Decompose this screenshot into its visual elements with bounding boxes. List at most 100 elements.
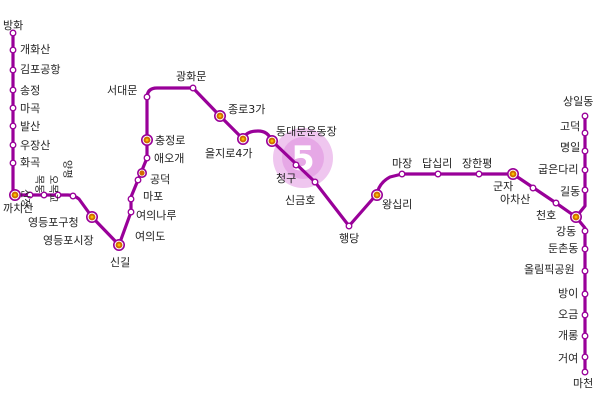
- label-gwanghwamun: 광화문: [176, 70, 206, 83]
- label-gunja: 군자: [493, 180, 513, 193]
- label-sinjeong: 신정: [19, 189, 31, 207]
- station-dot-olympic-park[interactable]: [581, 267, 589, 275]
- label-majang: 마장: [392, 157, 412, 170]
- station-dot-gaerong[interactable]: [581, 332, 589, 340]
- label-magok: 마곡: [20, 102, 40, 115]
- station-dot-achasan[interactable]: [529, 184, 537, 192]
- transfer-icon-jongno3ga[interactable]: [214, 110, 227, 123]
- station-dot-yeouinaru[interactable]: [127, 195, 135, 203]
- transfer-icon-cheonho[interactable]: [569, 211, 582, 224]
- transfer-station-markers: [9, 110, 582, 252]
- label-wangsimni: 왕십리: [382, 198, 412, 211]
- station-dot-magok[interactable]: [9, 104, 17, 112]
- station-dot-myeongil[interactable]: [581, 147, 589, 155]
- label-cheonho: 천호: [536, 208, 556, 222]
- label-mokdong: 목동: [33, 175, 45, 193]
- label-olympic-park: 올림픽공원: [524, 263, 575, 276]
- station-dot-bangi[interactable]: [581, 290, 589, 298]
- station-dot-banghwa[interactable]: [9, 29, 17, 37]
- station-dot-ogeum[interactable]: [581, 311, 589, 319]
- label-mapo: 마포: [143, 190, 163, 203]
- label-sangil: 상일동: [563, 94, 593, 108]
- station-labels: 방화 개화산 김포공항 송정 마곡 발산 우장산 화곡 까치산 신정 목동 오목…: [3, 19, 593, 390]
- station-dot-hwagok[interactable]: [9, 159, 17, 167]
- label-gongdeok: 공덕: [150, 173, 170, 186]
- label-seodaemun: 서대문: [107, 84, 137, 97]
- station-dot-gangdong[interactable]: [581, 227, 589, 235]
- line-number-badge: 5: [273, 128, 333, 188]
- label-aeogae: 애오개: [154, 152, 184, 165]
- station-dot-sinjeong[interactable]: [26, 191, 34, 199]
- station-dot-cheonggu[interactable]: [292, 161, 300, 169]
- station-dot-songjeong[interactable]: [9, 86, 17, 94]
- label-gaerong: 개롱: [558, 329, 578, 342]
- station-dot-omokgyo[interactable]: [54, 191, 62, 199]
- transfer-icon-yeongdeungpo-gu-office[interactable]: [86, 211, 99, 224]
- station-dot-singeumho[interactable]: [311, 178, 319, 186]
- label-bangi: 방이: [558, 287, 578, 300]
- label-omokgyo: 오목교: [47, 175, 59, 203]
- transfer-icon-euljiro4ga[interactable]: [237, 133, 250, 146]
- label-yangpyeong: 양평: [61, 160, 73, 178]
- station-dot-yangpyeong[interactable]: [69, 192, 77, 200]
- label-ogeum: 오금: [558, 308, 578, 321]
- label-euljiro4ga: 을지로4가: [205, 147, 252, 160]
- station-dot-ujangsan[interactable]: [9, 141, 17, 149]
- label-ujangsan: 우장산: [20, 139, 50, 152]
- station-dot-balsan[interactable]: [9, 122, 17, 130]
- station-dot-gil-dong[interactable]: [581, 186, 589, 194]
- transfer-icon-gongdeok[interactable]: [137, 168, 148, 179]
- station-markers: [9, 29, 589, 376]
- label-dunchon: 둔촌동: [548, 242, 578, 255]
- label-achasan: 아차산: [500, 193, 530, 206]
- station-dot-godeok[interactable]: [581, 129, 589, 137]
- transfer-icon-kkachisan[interactable]: [9, 189, 21, 202]
- label-yeongdeungpo-market: 영등포시장: [43, 234, 94, 247]
- station-dot-gaehwasan[interactable]: [9, 46, 17, 54]
- label-cheonggu: 청구: [276, 172, 296, 185]
- label-banghwa: 방화: [3, 19, 23, 32]
- label-godeok: 고덕: [560, 120, 580, 133]
- label-gubeundari: 굽은다리: [538, 163, 578, 176]
- station-dot-gubeundari[interactable]: [581, 166, 589, 174]
- station-dot-sangil[interactable]: [581, 112, 589, 120]
- transfer-icon-ddp[interactable]: [265, 135, 278, 148]
- station-dot-mokdong[interactable]: [40, 191, 48, 199]
- transfer-icon-singil[interactable]: [113, 239, 126, 252]
- label-gangdong: 강동: [556, 225, 576, 238]
- label-gil-dong: 길동: [560, 185, 580, 198]
- station-dot-mapo[interactable]: [134, 176, 142, 184]
- station-dot-macheon[interactable]: [581, 368, 589, 376]
- station-dot-dunchon[interactable]: [581, 245, 589, 253]
- label-songjeong: 송정: [20, 84, 40, 97]
- transfer-icon-gunja[interactable]: [506, 168, 519, 181]
- label-janghanpyeong: 장한평: [462, 157, 492, 170]
- label-gimpo-airport: 김포공항: [20, 63, 60, 76]
- station-dot-haengdang[interactable]: [345, 222, 353, 230]
- label-yeouido: 여의도: [135, 230, 165, 243]
- station-dot-geoyeo[interactable]: [581, 353, 589, 361]
- transfer-icon-wangsimni[interactable]: [370, 189, 383, 202]
- label-kkachisan: 까치산: [3, 202, 33, 215]
- station-dot-dapsimni[interactable]: [434, 170, 442, 178]
- station-dot-gwangnaru[interactable]: [552, 199, 560, 207]
- label-ddp: 동대문운동장: [276, 125, 337, 138]
- station-dot-aeogae[interactable]: [143, 154, 151, 162]
- label-gaehwasan: 개화산: [20, 43, 50, 56]
- station-dot-majang[interactable]: [398, 170, 406, 178]
- station-dot-janghanpyeong[interactable]: [475, 170, 483, 178]
- station-dot-gimpo-airport[interactable]: [9, 66, 17, 74]
- label-chungjeongno: 충정로: [155, 134, 185, 147]
- station-dot-yeouido[interactable]: [127, 208, 135, 216]
- label-haengdang: 행당: [339, 232, 359, 245]
- label-singeumho: 신금호: [285, 194, 315, 207]
- label-jongno3ga: 종로3가: [228, 103, 265, 116]
- station-dot-gwanghwamun[interactable]: [189, 84, 197, 92]
- transfer-icon-chungjeongno[interactable]: [141, 134, 154, 147]
- label-yeongdeungpo-gu-office: 영등포구청: [28, 216, 79, 229]
- label-singil: 신길: [110, 256, 130, 269]
- label-yeouinaru: 여의나루: [136, 209, 176, 222]
- station-dot-seodaemun[interactable]: [143, 93, 151, 101]
- line-number-label: 5: [291, 139, 315, 179]
